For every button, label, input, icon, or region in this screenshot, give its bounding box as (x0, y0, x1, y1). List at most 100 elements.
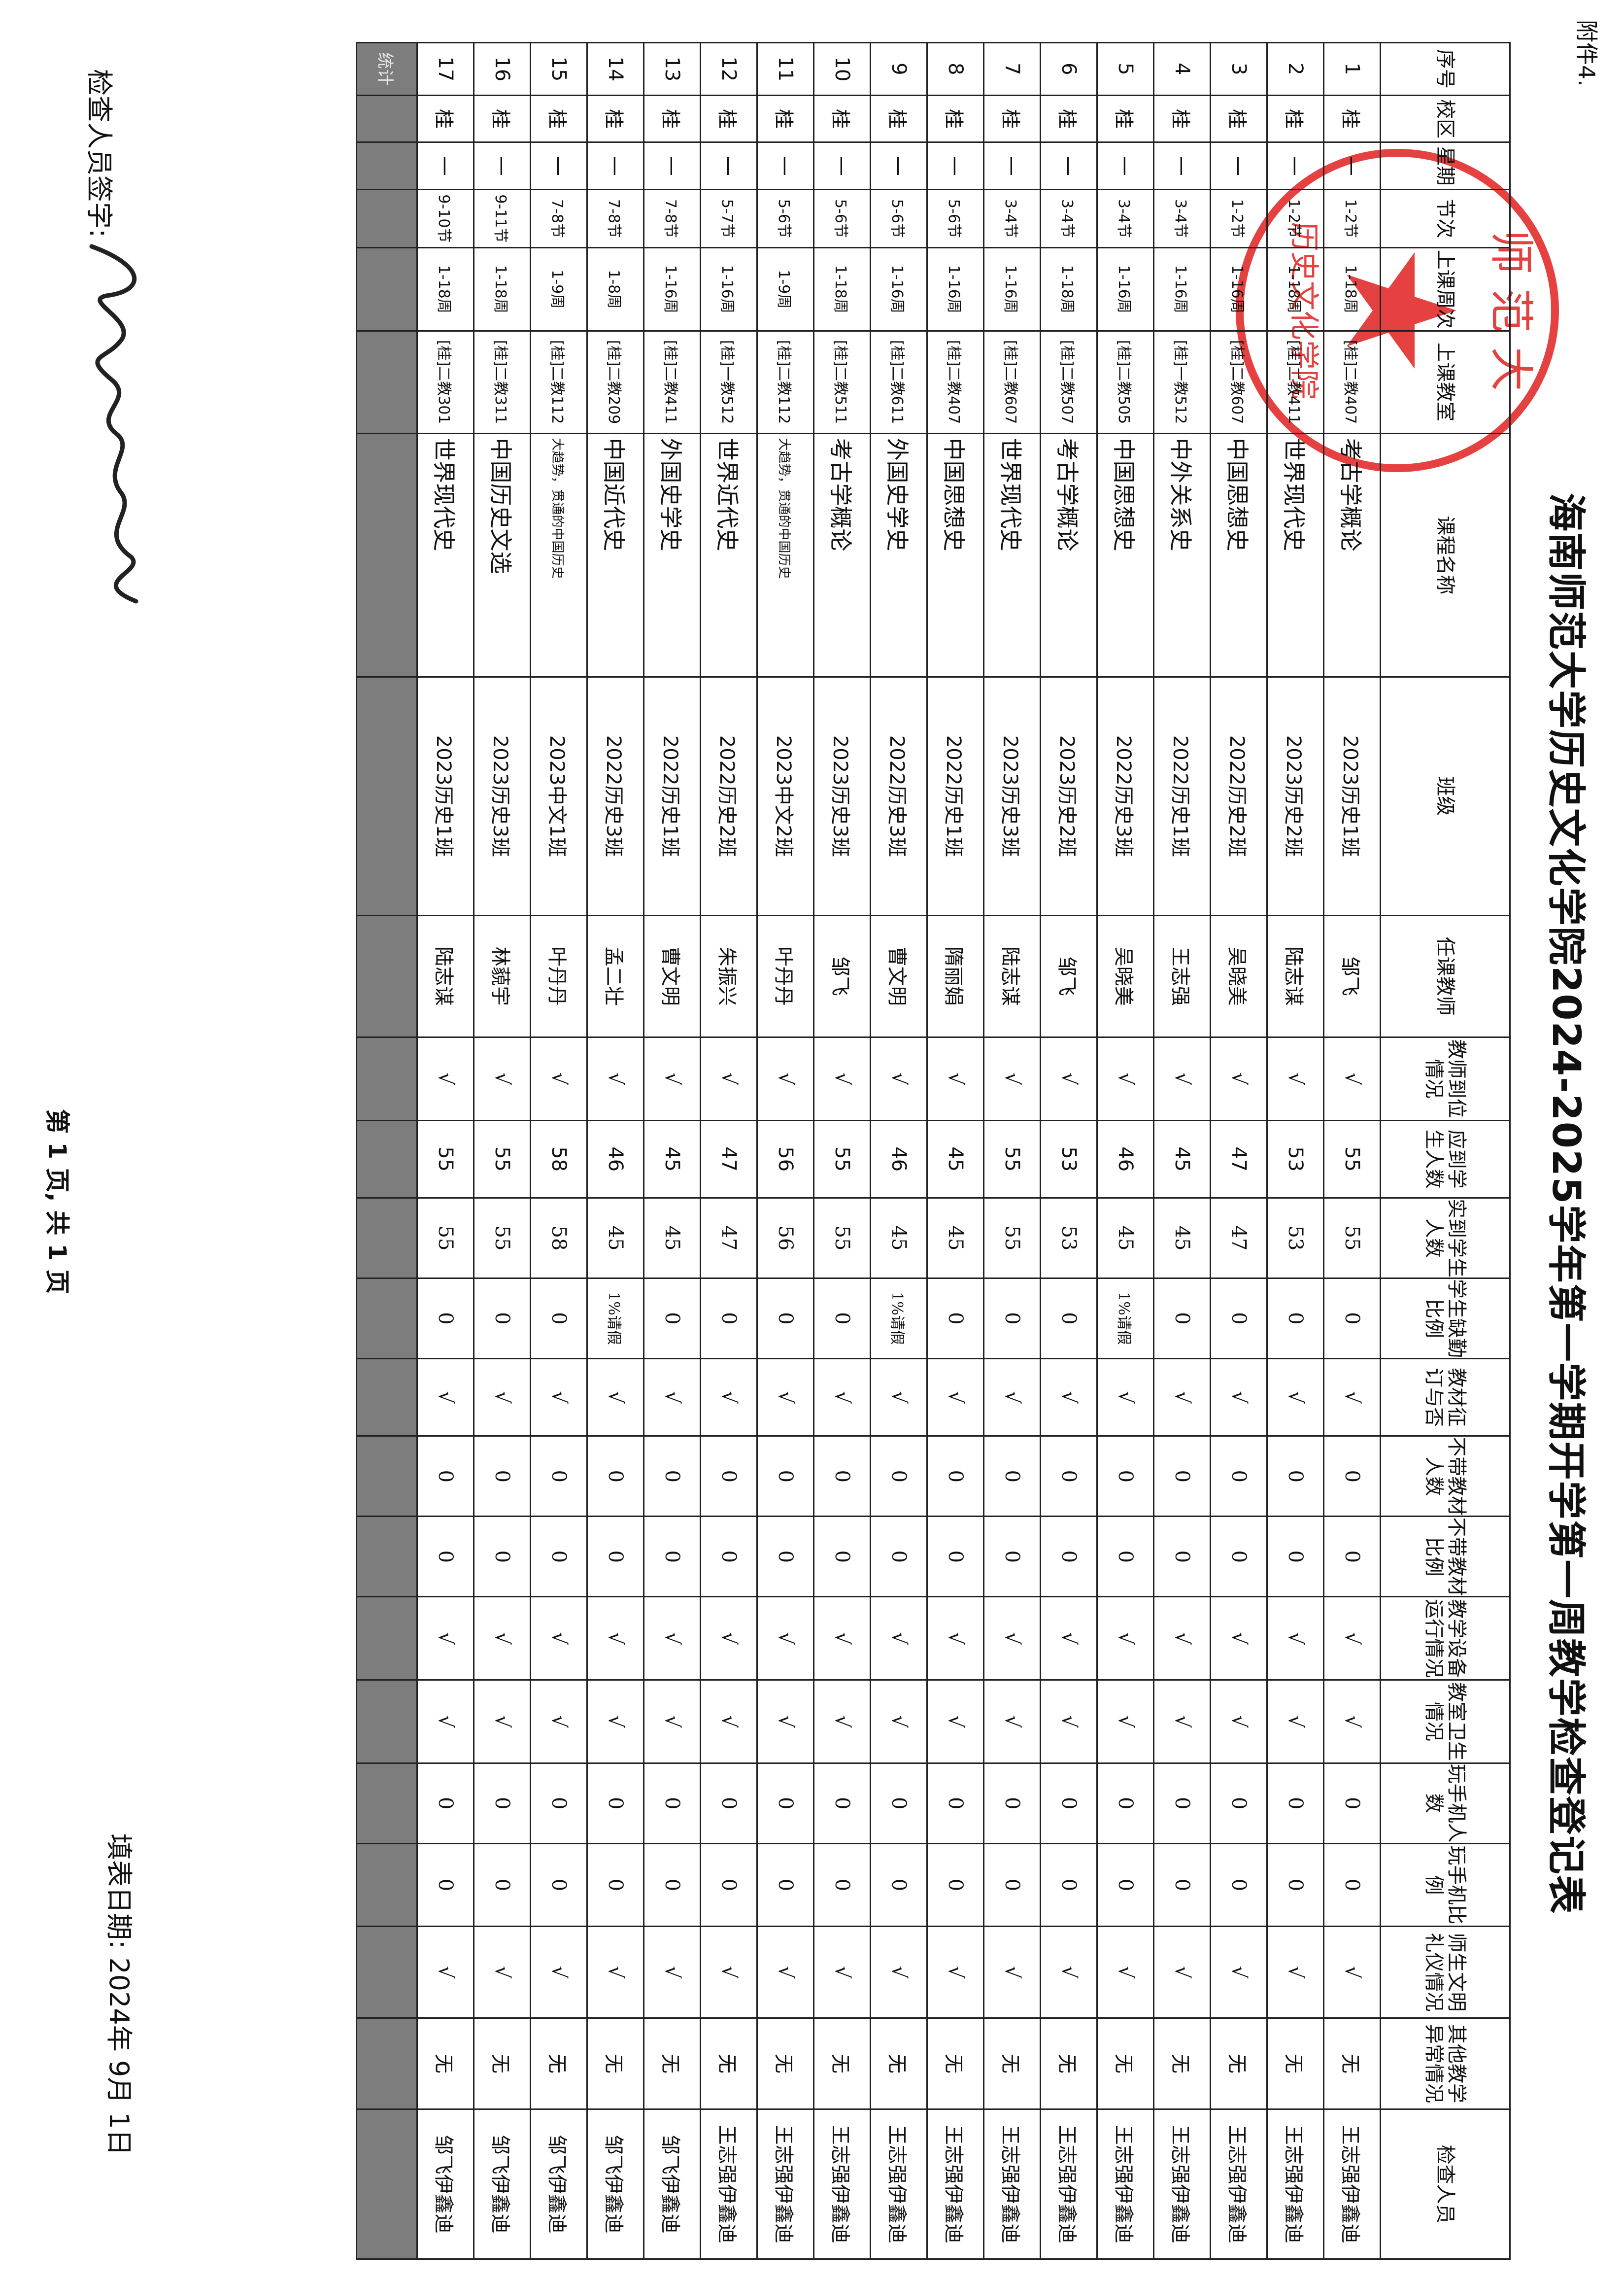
cell-class: 2022历史3班 (870, 677, 927, 916)
cell-no: 16 (474, 42, 531, 96)
cell-actual: 55 (417, 1198, 474, 1278)
cell-class: 2022历史3班 (1097, 677, 1154, 916)
cell-course: 考古学概论 (813, 433, 871, 677)
cell-actual: 53 (1040, 1198, 1097, 1278)
cell-day: 一 (870, 142, 927, 190)
cell-campus: 桂 (530, 95, 587, 142)
cell-phone: 0 (530, 1763, 587, 1844)
cell-equip: √ (1153, 1596, 1211, 1680)
cell-room: [桂]二教209 (587, 331, 644, 434)
cell-class: 2022历史1班 (927, 677, 984, 916)
cell-phoneRatio: 0 (1267, 1843, 1324, 1927)
cell-enrolled: 56 (757, 1120, 814, 1198)
cell-phoneRatio: 0 (1097, 1843, 1154, 1927)
header-cell: 应到学生人数 (1380, 1120, 1510, 1198)
cell-course: 中国思想史 (1097, 433, 1154, 677)
cell-phone: 0 (1210, 1763, 1267, 1844)
cell-teacher: 曹文明 (643, 915, 701, 1037)
cell-actual: 53 (1267, 1198, 1324, 1278)
cell-no: 7 (983, 42, 1041, 96)
cell-class: 2023历史1班 (1323, 677, 1381, 916)
cell-no: 8 (927, 42, 984, 96)
cell-class: 2023中文1班 (530, 677, 587, 916)
form-title: 海南师范大学历史文化学院2024-2025学年第一学期开学第一周教学检查登记表 (1544, 493, 1588, 1915)
cell-other: 无 (417, 2018, 474, 2109)
cell-period: 5-6节 (813, 189, 871, 248)
cell-clean: √ (474, 1680, 531, 1763)
cell-noBookRatio: 0 (1267, 1516, 1324, 1597)
cell-period: 9-10节 (417, 189, 474, 248)
cell-weeks: 1-18周 (474, 247, 531, 331)
cell-weeks: 1-18周 (813, 247, 871, 331)
cell-present: √ (927, 1037, 984, 1121)
cell-day: 一 (1040, 142, 1097, 190)
cell-teacher: 王志强 (1153, 915, 1211, 1037)
cell-clean: √ (757, 1680, 814, 1763)
cell-noBook: 0 (700, 1436, 757, 1517)
cell-other: 无 (530, 2018, 587, 2109)
total-cell (356, 95, 417, 142)
cell-period: 5-6节 (870, 189, 927, 248)
cell-course: 考古学概论 (1040, 433, 1097, 677)
cell-present: √ (700, 1037, 757, 1121)
cell-textbook: √ (1153, 1358, 1211, 1436)
attachment-label: 附件4. (1573, 20, 1600, 87)
cell-actual: 45 (643, 1198, 701, 1278)
cell-weeks: 1-18周 (417, 247, 474, 331)
cell-actual: 45 (1153, 1198, 1211, 1278)
header-cell: 师生文明礼仪情况 (1380, 1926, 1510, 2018)
cell-phone: 0 (1097, 1763, 1154, 1844)
cell-day: 一 (983, 142, 1041, 190)
cell-textbook: √ (983, 1358, 1041, 1436)
cell-manner: √ (1040, 1926, 1097, 2018)
header-cell: 课程名称 (1380, 433, 1510, 677)
cell-phone: 0 (1040, 1763, 1097, 1844)
cell-enrolled: 45 (643, 1120, 701, 1198)
cell-other: 无 (870, 2018, 927, 2109)
cell-room: [桂]二教311 (474, 331, 531, 434)
cell-present: √ (1323, 1037, 1381, 1121)
cell-weeks: 1-16周 (927, 247, 984, 331)
cell-clean: √ (870, 1680, 927, 1763)
cell-absent: 0 (813, 1278, 871, 1359)
cell-class: 2023历史2班 (1040, 677, 1097, 916)
cell-no: 14 (587, 42, 644, 96)
cell-clean: √ (1210, 1680, 1267, 1763)
cell-absent: 0 (1153, 1278, 1211, 1359)
cell-manner: √ (757, 1926, 814, 2018)
cell-campus: 桂 (1267, 95, 1324, 142)
cell-manner: √ (1153, 1926, 1211, 2018)
header-cell: 其他教学异常情况 (1380, 2018, 1510, 2109)
cell-noBook: 0 (983, 1436, 1041, 1517)
header-cell: 教学设备运行情况 (1380, 1596, 1510, 1680)
cell-textbook: √ (643, 1358, 701, 1436)
cell-class: 2023历史3班 (813, 677, 871, 916)
cell-course: 中国近代史 (587, 433, 644, 677)
cell-teacher: 隋丽娟 (927, 915, 984, 1037)
cell-phoneRatio: 0 (530, 1843, 587, 1927)
cell-day: 一 (587, 142, 644, 190)
cell-clean: √ (417, 1680, 474, 1763)
cell-inspector: 王志强伊鑫迪 (757, 2109, 814, 2259)
cell-day: 一 (1097, 142, 1154, 190)
cell-noBookRatio: 0 (983, 1516, 1041, 1597)
total-cell (356, 1278, 417, 1359)
header-cell: 玩手机人数 (1380, 1763, 1510, 1844)
cell-enrolled: 46 (1097, 1120, 1154, 1198)
cell-course: 考古学概论 (1323, 433, 1381, 677)
cell-phoneRatio: 0 (983, 1843, 1041, 1927)
fill-date: 填表日期: 2024年 9月 1日 (103, 1833, 135, 2156)
header-cell: 星期 (1380, 142, 1510, 190)
cell-actual: 55 (1323, 1198, 1381, 1278)
cell-present: √ (587, 1037, 644, 1121)
cell-inspector: 邹飞伊鑫迪 (587, 2109, 644, 2259)
cell-phoneRatio: 0 (813, 1843, 871, 1927)
cell-phone: 0 (700, 1763, 757, 1844)
cell-enrolled: 47 (700, 1120, 757, 1198)
cell-weeks: 1-16周 (1210, 247, 1267, 331)
cell-campus: 桂 (587, 95, 644, 142)
cell-equip: √ (1323, 1596, 1381, 1680)
cell-noBook: 0 (1097, 1436, 1154, 1517)
